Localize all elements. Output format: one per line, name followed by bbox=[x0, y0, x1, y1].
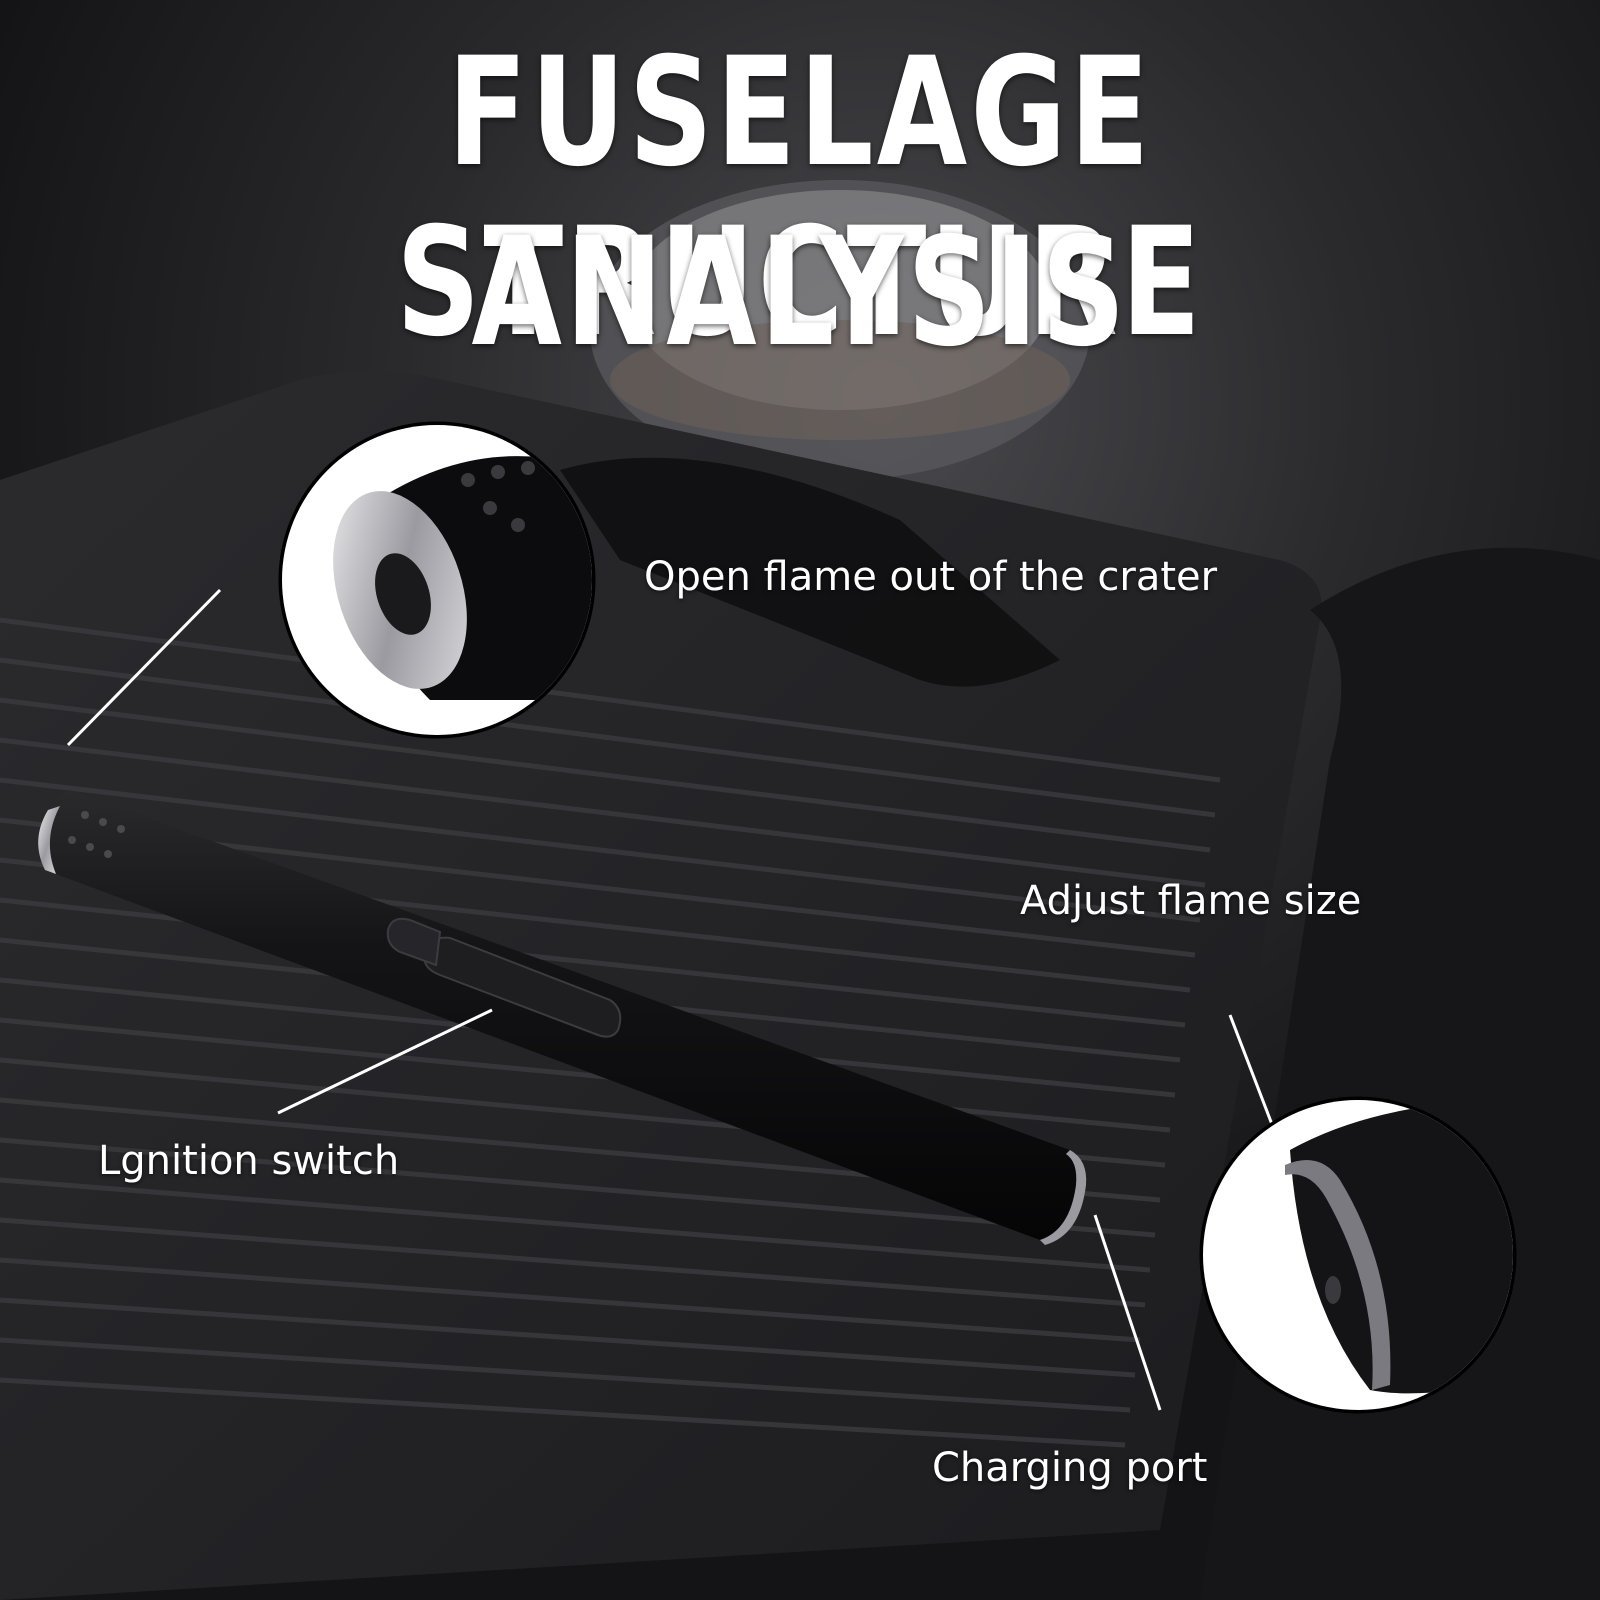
vent-holes bbox=[68, 811, 125, 858]
leader-lines bbox=[66, 588, 1280, 1411]
leader-adjust bbox=[1228, 1014, 1280, 1141]
leader-open-flame bbox=[66, 588, 222, 747]
callout-adjust-flame: Adjust flame size bbox=[1020, 878, 1362, 924]
ignition-slider bbox=[423, 936, 622, 1038]
callout-open-flame: Open flame out of the crater bbox=[644, 554, 1218, 600]
lighter bbox=[38, 790, 1087, 1245]
callout-charging-port: Charging port bbox=[932, 1445, 1208, 1491]
end-cap-rim bbox=[1285, 1160, 1391, 1390]
zoom-end-cap bbox=[1199, 1096, 1517, 1414]
cup-holder-recess bbox=[560, 457, 1060, 687]
callout-ignition-switch: Lgnition switch bbox=[98, 1138, 400, 1184]
page-title-line-2: ANALYSIS bbox=[471, 206, 1129, 380]
background-knob bbox=[590, 180, 1090, 480]
page-title-line-1: FUSELAGE STRUCTURE bbox=[396, 26, 1204, 370]
charging-port-hole bbox=[1325, 1276, 1341, 1304]
zoom-nozzle bbox=[278, 421, 596, 739]
leader-ignition bbox=[277, 1008, 493, 1115]
leader-charging bbox=[1093, 1214, 1162, 1411]
flame-adjust-tab bbox=[386, 917, 442, 967]
lighter-end-cap bbox=[1040, 1150, 1087, 1245]
lighter-tip bbox=[38, 806, 60, 874]
nozzle-crater bbox=[375, 553, 431, 635]
tray-ribs bbox=[0, 617, 1221, 1448]
